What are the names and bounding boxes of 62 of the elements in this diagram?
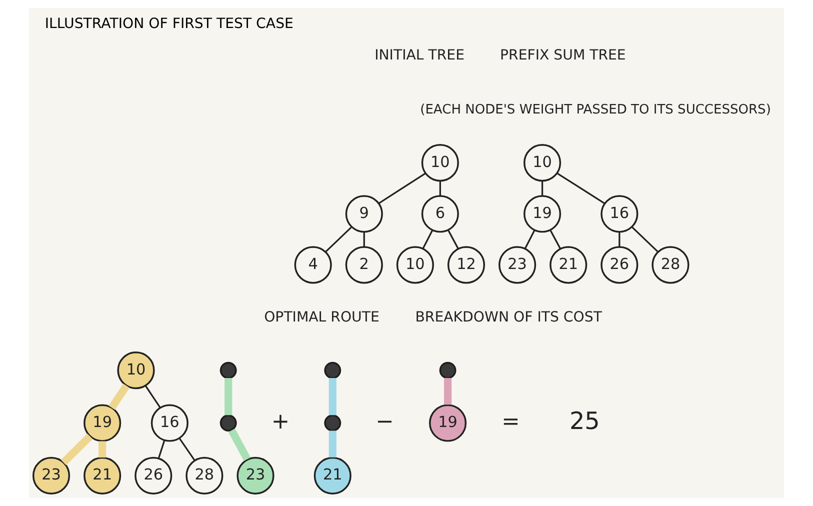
label: PREFIX SUM TREE	[500, 48, 626, 64]
connector	[444, 378, 452, 405]
connector	[60, 434, 93, 466]
node-circle: 10	[117, 352, 155, 390]
node-circle: 26	[134, 456, 172, 494]
node-circle	[220, 414, 237, 432]
node-circle: 10	[396, 246, 434, 284]
node-circle: 23	[32, 456, 70, 494]
node-circle: 19	[428, 404, 467, 442]
label: (EACH NODE'S WEIGHT PASSED TO ITS SUCCESSORS)	[420, 102, 771, 118]
node-circle	[324, 362, 342, 379]
label: BREAKDOWN OF ITS COST	[415, 309, 602, 326]
connector	[422, 230, 433, 250]
node-circle	[220, 362, 237, 379]
node-circle: 28	[652, 246, 690, 284]
connector	[328, 378, 336, 416]
node-circle: 26	[600, 246, 638, 284]
diagram-title: ILLUSTRATION OF FIRST TEST CASE	[44, 16, 294, 32]
connector	[325, 226, 352, 252]
node-circle: 10	[421, 144, 459, 182]
node-circle: 23	[498, 246, 536, 284]
connector	[328, 430, 336, 458]
label: =	[502, 409, 520, 434]
connector	[108, 384, 130, 410]
node-circle	[324, 414, 342, 432]
connector	[144, 385, 161, 408]
connector	[228, 428, 251, 462]
node-circle: 21	[314, 456, 352, 494]
label: −	[376, 409, 394, 434]
node-circle: 4	[294, 246, 332, 284]
node-circle: 21	[550, 246, 588, 284]
connector	[158, 440, 166, 459]
connector	[524, 230, 536, 250]
node-circle: 19	[524, 195, 562, 233]
connector	[178, 438, 196, 461]
node-circle: 28	[186, 456, 224, 494]
connector	[98, 441, 106, 458]
connector	[550, 230, 561, 250]
label: +	[271, 409, 290, 434]
node-circle: 16	[600, 195, 638, 233]
node-circle: 12	[447, 246, 486, 284]
node-circle: 10	[524, 144, 562, 182]
connector	[363, 232, 365, 248]
connector	[448, 230, 459, 250]
node-circle	[439, 362, 456, 379]
connector	[632, 226, 658, 252]
node-circle: 9	[345, 195, 383, 233]
label: OPTIMAL ROUTE	[264, 309, 380, 326]
connector	[224, 378, 232, 416]
connector	[439, 181, 441, 196]
connector	[378, 172, 426, 204]
node-circle: 23	[236, 456, 274, 494]
node-circle: 19	[84, 404, 122, 442]
label: 25	[569, 407, 600, 436]
label: INITIAL TREE	[374, 48, 464, 64]
connector	[556, 172, 606, 204]
connector	[618, 232, 620, 248]
node-circle: 2	[345, 246, 383, 284]
node-circle: 21	[84, 456, 122, 494]
node-circle: 16	[150, 404, 188, 442]
connector	[541, 181, 544, 196]
node-circle: 6	[421, 195, 459, 233]
